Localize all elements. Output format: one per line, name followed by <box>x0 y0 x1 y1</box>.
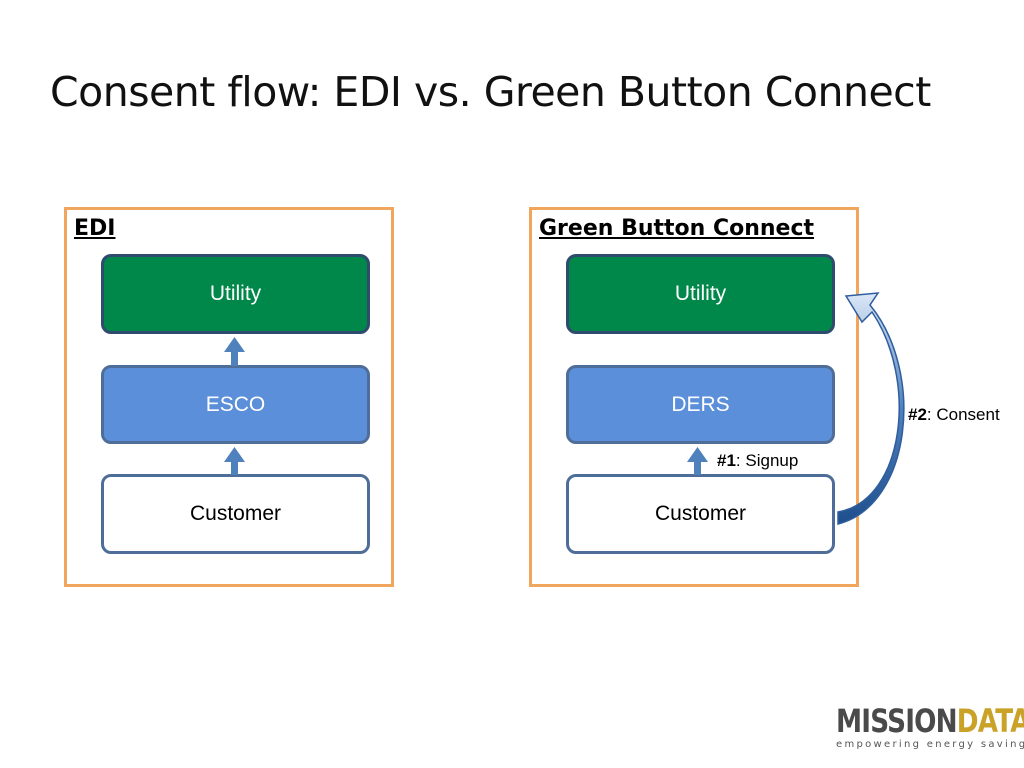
edi-esco-to-utility-arrow <box>224 337 245 366</box>
gbc-utility-label: Utility <box>674 282 727 305</box>
gbc-utility-box: Utility <box>566 254 835 334</box>
logo-tagline: empowering energy savings <box>836 739 1024 750</box>
consent-text: : Consent <box>926 405 1000 424</box>
gbc-ders-label: DERS <box>671 392 730 416</box>
signup-label: #1: Signup <box>717 451 798 471</box>
gbc-panel-label: Green Button Connect <box>539 216 815 241</box>
gbc-panel <box>529 207 859 587</box>
consent-label: #2: Consent <box>908 405 1000 425</box>
consent-number: #2 <box>908 405 927 424</box>
gbc-consent-curved-arrow <box>837 292 905 525</box>
gbc-signup-arrow <box>687 447 708 475</box>
signup-text: : Signup <box>735 451 799 470</box>
logo-wordmark: MISSIONDATA <box>836 705 1024 737</box>
logo-mission-text: MISSION <box>836 702 958 740</box>
edi-customer-box: Customer <box>101 474 370 554</box>
slide-title: Consent flow: EDI vs. Green Button Conne… <box>50 68 931 116</box>
gbc-customer-label: Customer <box>654 502 747 525</box>
edi-esco-label: ESCO <box>205 392 266 416</box>
edi-customer-to-esco-arrow <box>224 447 245 475</box>
gbc-ders-box: DERS <box>566 365 835 444</box>
gbc-customer-box: Customer <box>566 474 835 554</box>
edi-panel-label: EDI <box>74 216 116 241</box>
mission-data-logo: MISSIONDATA empowering energy savings <box>836 705 1024 750</box>
edi-utility-box: Utility <box>101 254 370 334</box>
edi-customer-label: Customer <box>189 502 282 525</box>
logo-data-text: DATA <box>956 702 1024 740</box>
edi-utility-label: Utility <box>209 282 262 305</box>
edi-esco-box: ESCO <box>101 365 370 444</box>
edi-panel <box>64 207 394 587</box>
signup-number: #1 <box>717 451 736 470</box>
